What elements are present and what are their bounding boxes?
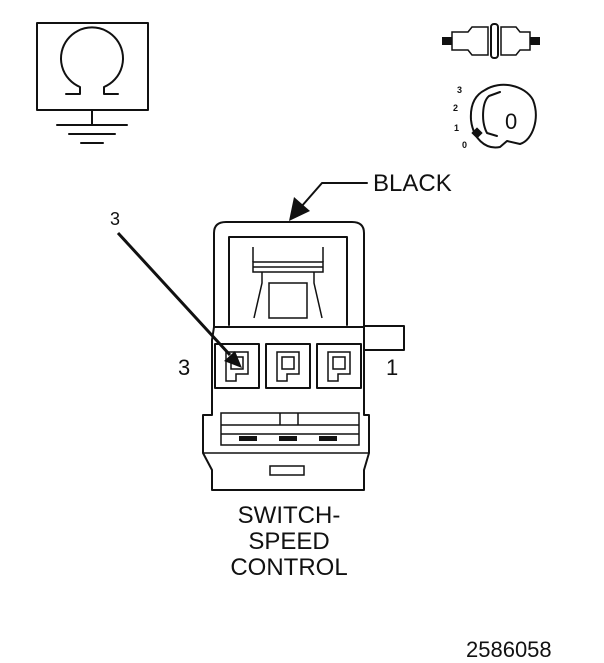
fuse-icon — [442, 23, 540, 59]
pin-callout-arrow — [116, 231, 242, 368]
connector-body — [202, 221, 405, 491]
figure-id: 2586058 — [466, 637, 552, 662]
ignition-position-3: 3 — [457, 85, 462, 95]
ground-icon — [36, 22, 149, 144]
terminal-cavity-2 — [265, 343, 311, 389]
component-name-line-1: SWITCH- — [238, 502, 341, 529]
left-pin-label: 3 — [178, 355, 190, 380]
terminal-cavity-3 — [214, 343, 260, 389]
wire-color-leader — [289, 182, 368, 221]
pin-callout-label: 3 — [110, 209, 120, 229]
component-name-line-3: CONTROL — [230, 554, 347, 581]
ignition-position-1: 1 — [454, 123, 459, 133]
ignition-position-2: 2 — [453, 103, 458, 113]
ignition-key-icon: 0 3 2 1 0 — [453, 83, 537, 150]
right-pin-label: 1 — [386, 355, 398, 380]
ignition-position-0: 0 — [462, 140, 467, 150]
key-position-label: 0 — [505, 109, 517, 134]
terminal-cavity-1 — [316, 343, 362, 389]
component-name-line-2: SPEED — [248, 528, 329, 555]
wire-color-label: BLACK — [373, 170, 452, 197]
